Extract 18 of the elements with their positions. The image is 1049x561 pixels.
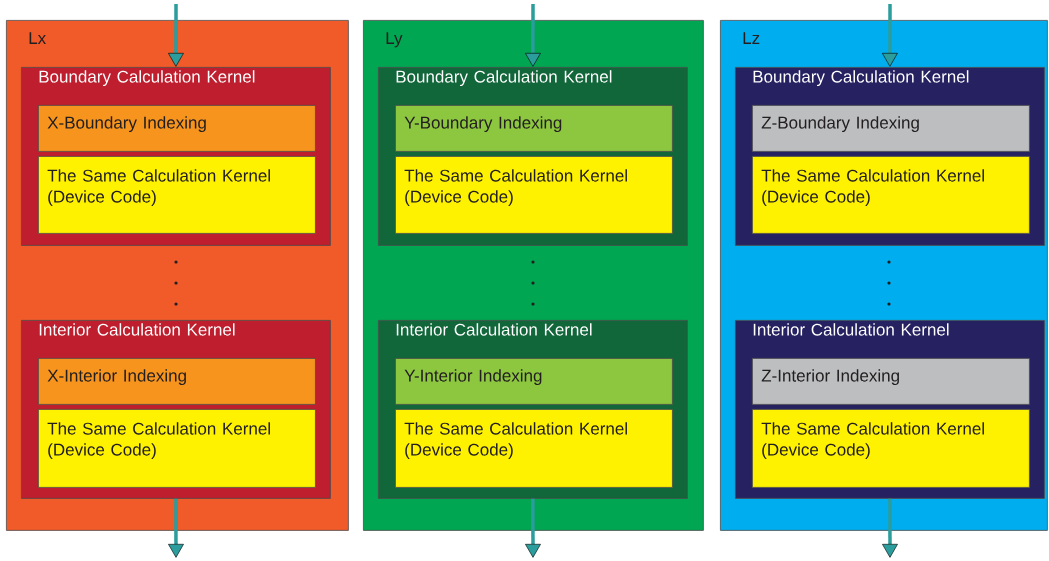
device-code-box: The Same Calculation Kernel (Device Code) [38,156,316,234]
indexing-box: Y-Boundary Indexing [395,105,673,152]
indexing-box: X-Interior Indexing [38,358,316,405]
device-code-box: The Same Calculation Kernel (Device Code) [752,156,1030,234]
arrow [882,4,898,67]
indexing-box: Z-Boundary Indexing [752,105,1030,152]
device-code-box: The Same Calculation Kernel (Device Code) [38,409,316,488]
arrow [168,4,184,67]
indexing-box: Y-Interior Indexing [395,358,673,405]
device-code-box: The Same Calculation Kernel (Device Code) [395,409,673,488]
arrow [525,498,541,558]
arrow [882,498,898,558]
device-code-box: The Same Calculation Kernel (Device Code) [395,156,673,234]
device-code-box: The Same Calculation Kernel (Device Code) [752,409,1030,488]
indexing-box: Z-Interior Indexing [752,358,1030,405]
indexing-box: X-Boundary Indexing [38,105,316,152]
arrow [168,498,184,558]
arrow [525,4,541,67]
